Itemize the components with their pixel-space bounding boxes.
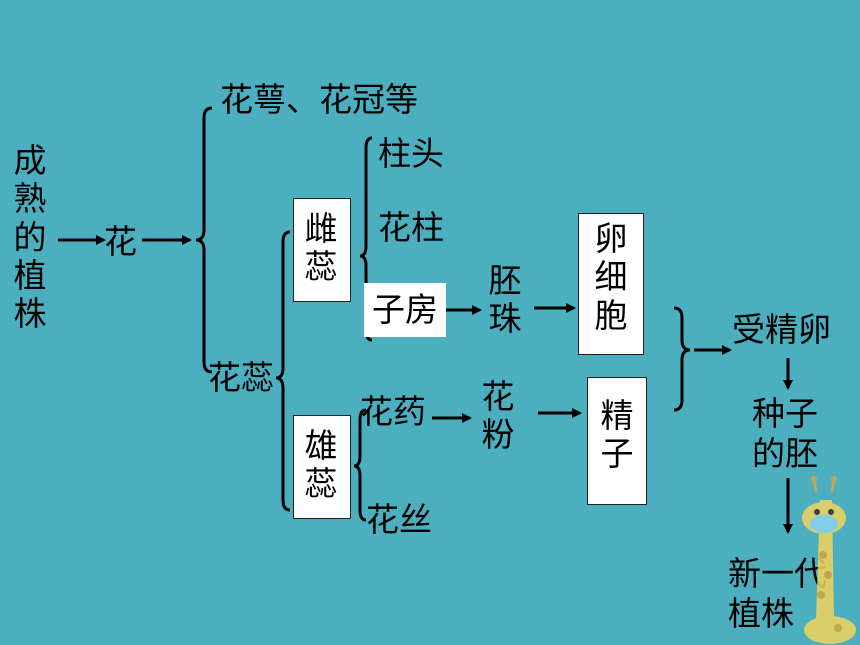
style-label: 花柱 bbox=[378, 208, 444, 247]
ovary-label: 子房 bbox=[372, 290, 438, 329]
ovary-box bbox=[364, 283, 446, 337]
sperm-label: 精子 bbox=[600, 396, 634, 474]
pistil-label: 雌蕊 bbox=[304, 209, 338, 287]
seed-embryo-label: 种子的胚 bbox=[752, 394, 818, 474]
zygote-label: 受精卵 bbox=[732, 310, 831, 349]
stamen-label: 雄蕊 bbox=[304, 426, 338, 504]
pistil-box bbox=[293, 198, 351, 302]
mature-plant-label: 成熟的植株 bbox=[13, 141, 47, 334]
egg-cell-box bbox=[578, 213, 644, 355]
stamen-box bbox=[293, 415, 351, 519]
giraffe-icon bbox=[802, 476, 856, 644]
bracket-pistil-stamen bbox=[275, 230, 291, 512]
new-plant-label: 新一代植株 bbox=[728, 554, 827, 634]
anther-label: 花药 bbox=[360, 392, 426, 431]
flower-label: 花 bbox=[104, 222, 137, 261]
filament-label: 花丝 bbox=[366, 500, 432, 539]
ovule-label: 胚珠 bbox=[488, 261, 522, 339]
bracket-stamen bbox=[353, 408, 367, 522]
pistil-stamen-label: 花蕊 bbox=[208, 358, 274, 397]
bracket-fertilization bbox=[673, 306, 691, 412]
stigma-label: 柱头 bbox=[378, 134, 444, 173]
calyx-corolla-label: 花萼、花冠等 bbox=[220, 80, 418, 119]
bracket-flower bbox=[195, 106, 213, 374]
egg-cell-label: 卵细胞 bbox=[594, 219, 628, 335]
pollen-label: 花粉 bbox=[481, 377, 515, 455]
sperm-box bbox=[587, 377, 647, 505]
